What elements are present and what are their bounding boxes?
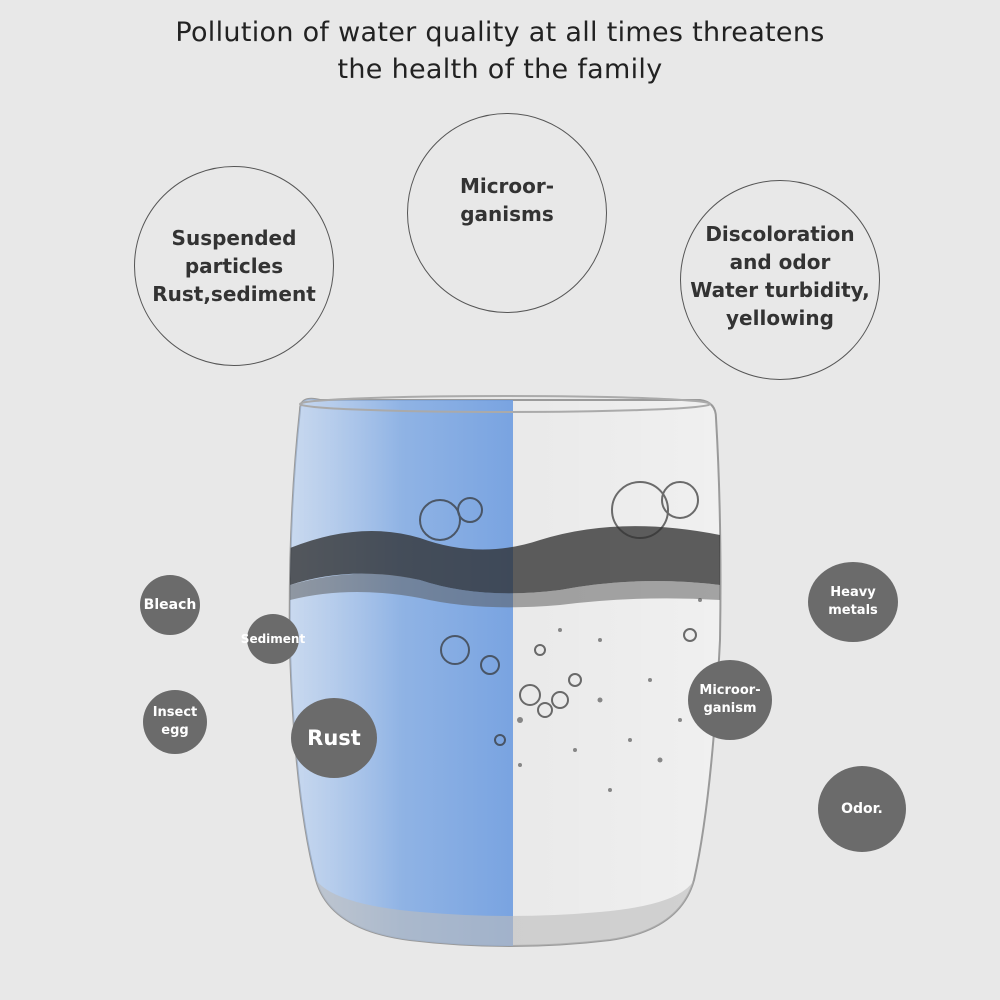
microorganism-line-1: Microor- [699,683,761,698]
discoloration-line-3: Water turbidity, [690,278,870,302]
bleach-label: Bleach [143,597,197,613]
heavy-metals-line-1: Heavy [830,585,876,600]
discoloration-line-1: Discoloration [705,222,855,246]
microorganism-dot: Microor- ganism [688,660,772,740]
insect-egg-line-2: egg [161,723,189,738]
sediment-dot: Sediment [241,614,305,664]
microorganism-line-2: ganism [703,701,757,716]
microorganisms-circle: Microor- ganisms [407,113,607,313]
suspended-line-2: particles [184,254,284,278]
page-title: Pollution of water quality at all times … [0,14,1000,88]
sediment-label: Sediment [240,632,306,646]
odor-label: Odor. [841,801,883,817]
title-line-1: Pollution of water quality at all times … [175,17,825,48]
insect-egg-dot: Insect egg [143,690,207,754]
microorganisms-line-1: Microor- [459,174,555,198]
bleach-dot: Bleach [140,575,200,635]
suspended-line-3: Rust,sediment [152,282,316,306]
rust-dot: Rust [291,698,377,778]
odor-dot: Odor. [818,766,906,852]
discoloration-line-4: yellowing [726,306,834,330]
suspended-line-1: Suspended [171,226,297,250]
rust-label: Rust [307,726,361,750]
heavy-metals-line-2: metals [828,603,878,618]
suspended-particles-circle: Suspended particles Rust,sediment [134,166,334,366]
microorganisms-line-2: ganisms [460,202,554,226]
discoloration-circle: Discoloration and odor Water turbidity, … [680,180,880,380]
insect-egg-line-1: Insect [152,705,198,720]
heavy-metals-dot: Heavy metals [808,562,898,642]
discoloration-line-2: and odor [729,250,831,274]
title-line-2: the health of the family [337,54,663,85]
